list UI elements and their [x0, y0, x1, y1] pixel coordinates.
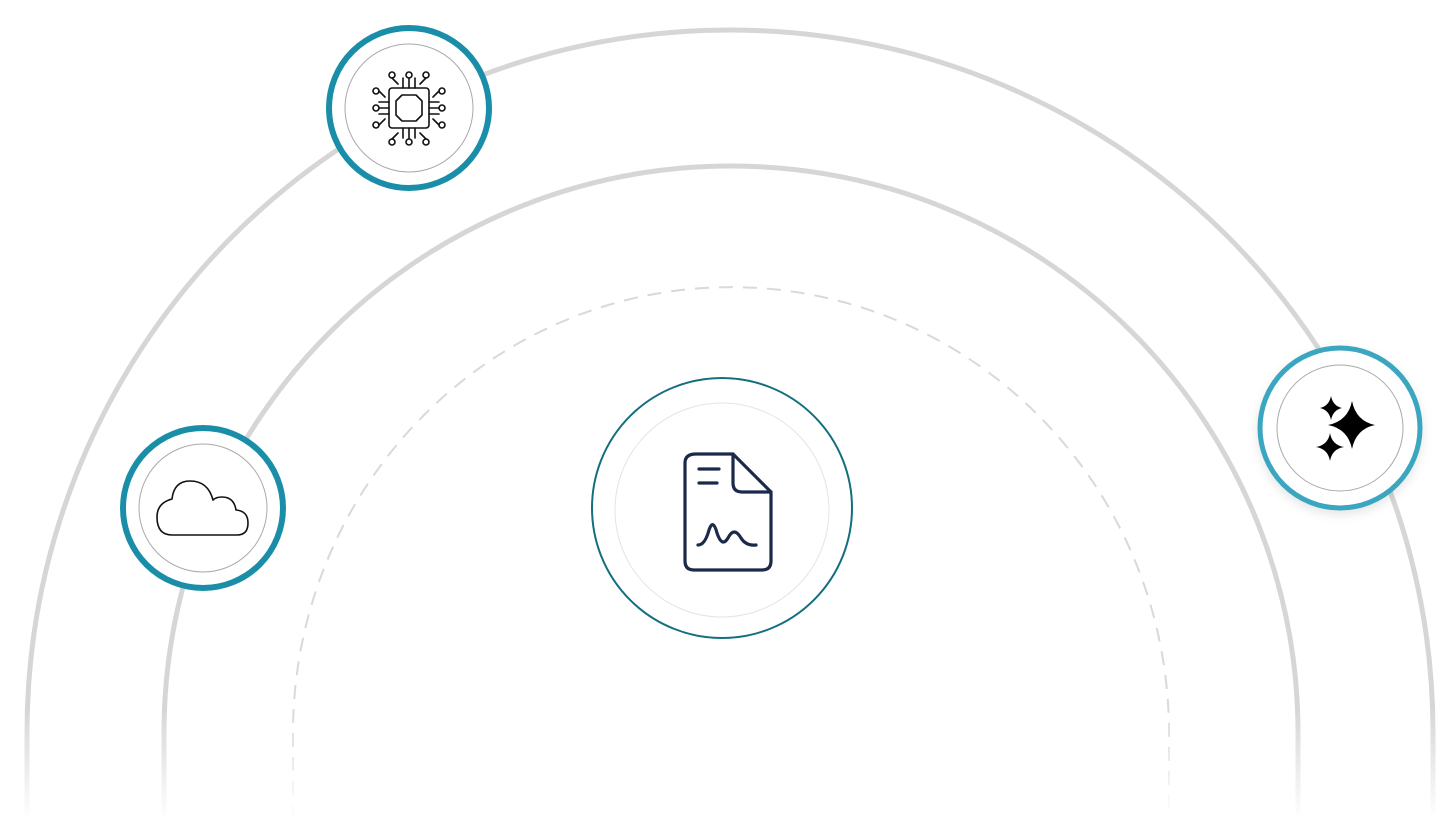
cloud-icon — [156, 480, 249, 536]
inner-dashed-orbit — [292, 286, 1170, 819]
orbit-node-processor[interactable] — [326, 25, 492, 191]
processor-node-inner-ring — [344, 43, 474, 173]
cloud-node-inner-ring — [138, 443, 268, 573]
microchip-icon — [372, 71, 446, 146]
sparkles-icon — [1316, 396, 1375, 461]
orbit-node-ai[interactable] — [1257, 345, 1423, 511]
center-node-inner-ring — [614, 402, 830, 618]
orbit-node-cloud[interactable] — [120, 425, 286, 591]
document-waveform-icon — [683, 452, 773, 572]
center-node — [591, 377, 853, 639]
